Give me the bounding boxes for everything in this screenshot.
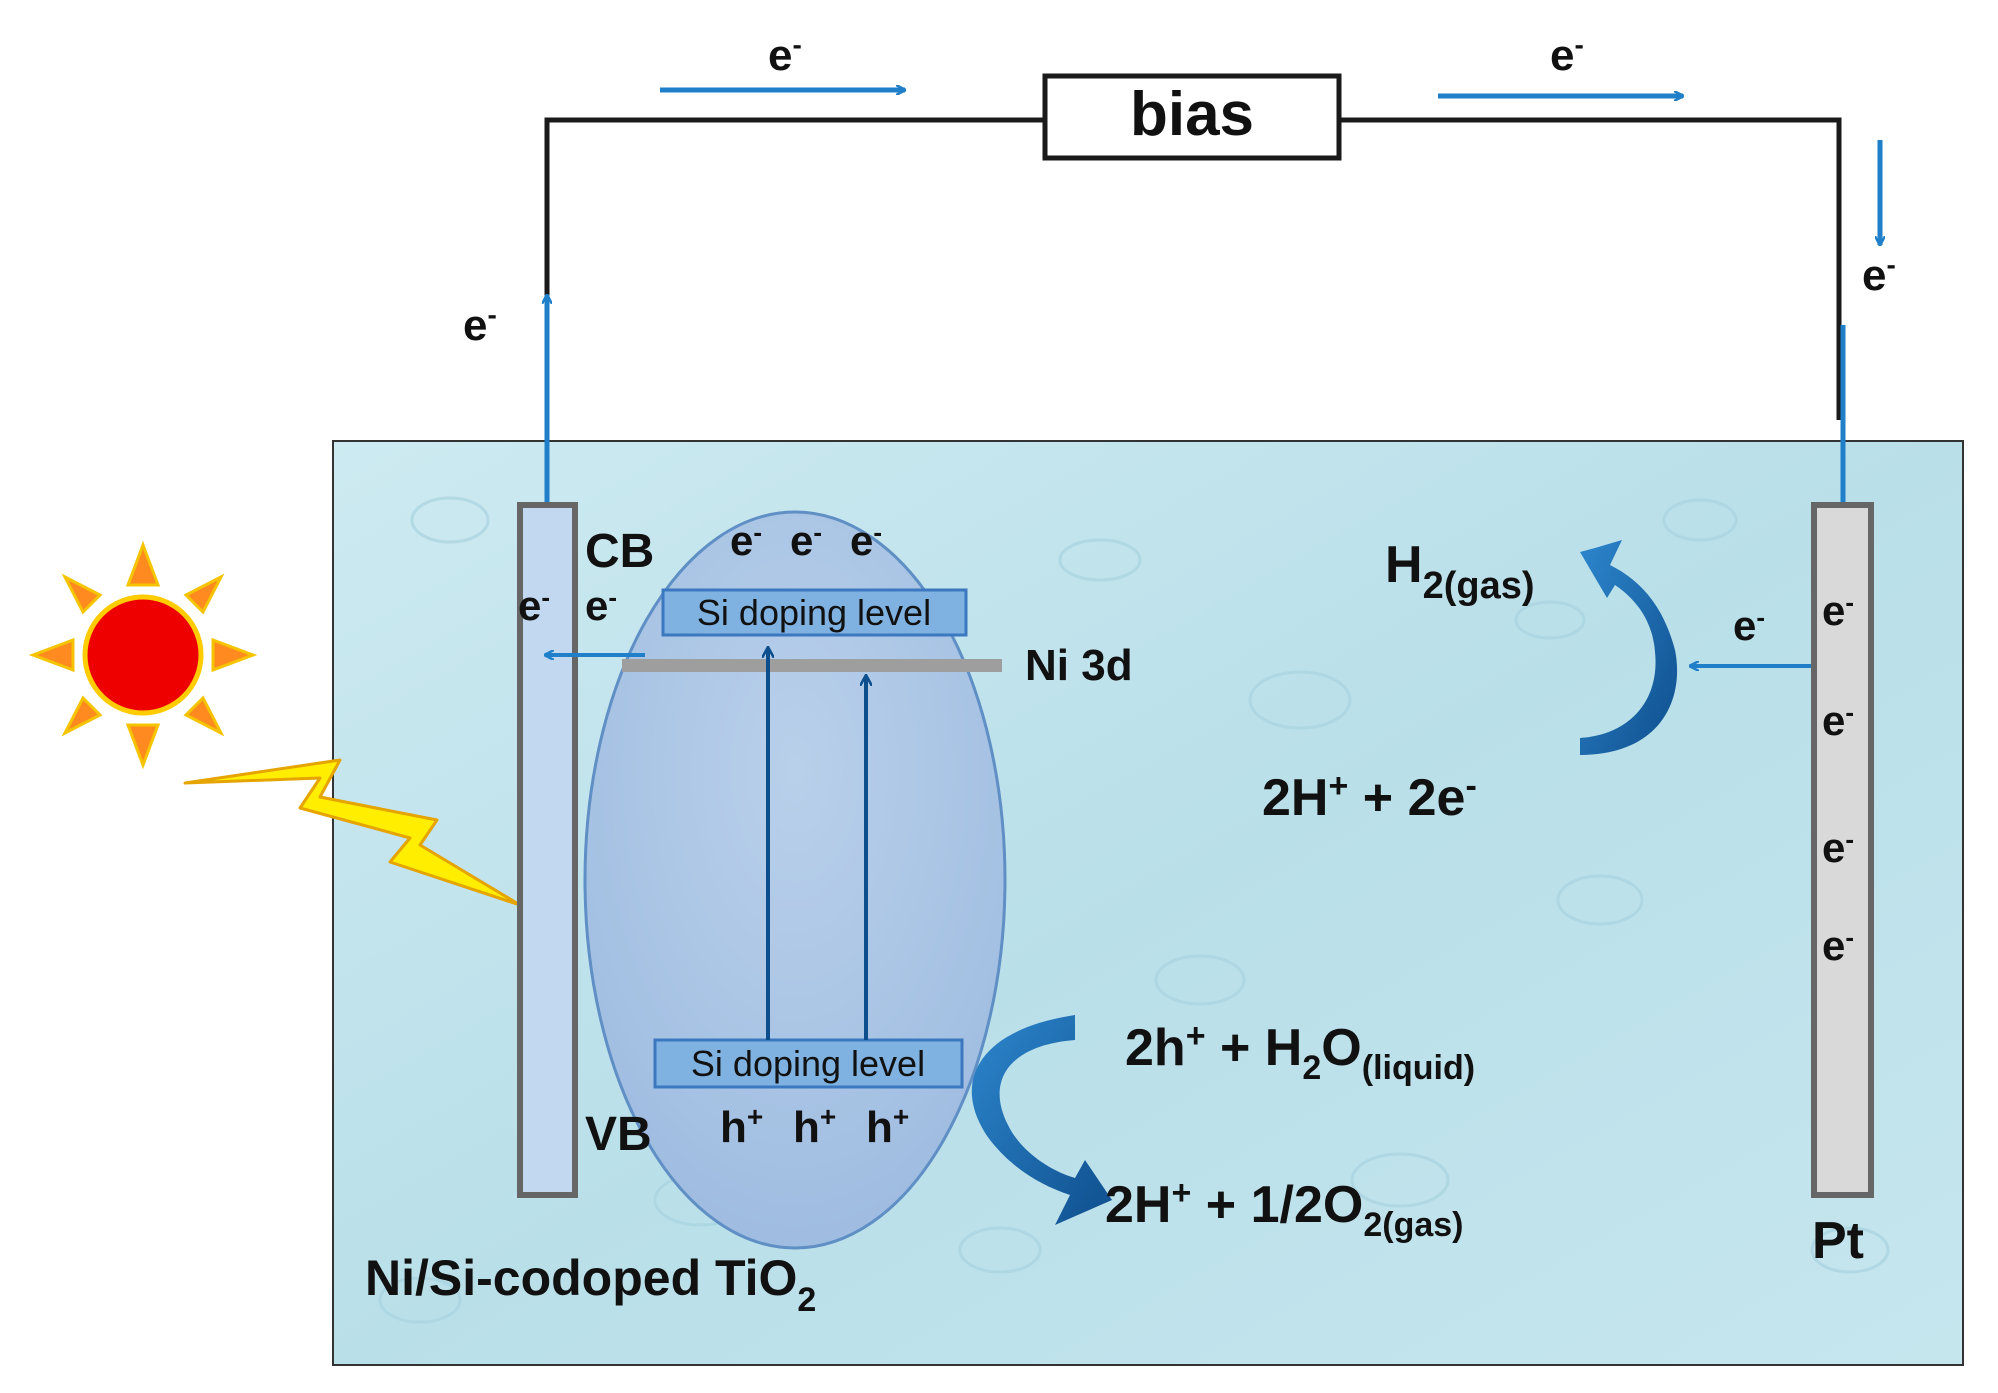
water-texture [378, 496, 1890, 1324]
cb-electron: e- [790, 517, 822, 564]
electron-label-top-right: e- [1550, 29, 1584, 80]
pt-cathode-electrode [1811, 502, 1874, 1198]
ni-3d-label: Ni 3d [1025, 641, 1133, 690]
electron-label-right: e- [1862, 249, 1896, 300]
si-doping-level-upper-label: Si doping level [697, 592, 931, 633]
cathode-electrons: e- e- e- e- [1822, 587, 1854, 969]
si-doping-level-lower-label: Si doping level [691, 1043, 925, 1084]
vb-hole: h+ [793, 1101, 836, 1152]
sun-icon [28, 540, 258, 770]
bias-label: bias [1130, 80, 1254, 149]
cb-electron: e- [730, 517, 762, 564]
electron-label-left: e- [463, 299, 497, 350]
vb-label: VB [585, 1108, 652, 1161]
photoanode-electrode [517, 502, 578, 1198]
oxygen-evolution-curved-arrow [971, 1015, 1112, 1225]
bias-box [1042, 73, 1342, 161]
transfer-electron: e- [518, 582, 550, 629]
cb-electrons: e- e- e- [730, 517, 882, 564]
hydrogen-evolution-curved-arrow [1580, 540, 1678, 755]
cb-label: CB [585, 525, 654, 578]
cathode-electron: e- [1822, 587, 1854, 634]
h2-reactants: 2H+ + 2e- [1262, 767, 1477, 827]
si-doping-level-upper [661, 588, 968, 637]
cathode-electron: e- [1822, 922, 1854, 969]
vb-hole: h+ [720, 1101, 763, 1152]
h2-product: H2(gas) [1385, 536, 1534, 607]
vb-hole: h+ [866, 1101, 909, 1152]
transfer-electrons: e- e- [518, 582, 617, 629]
vb-holes: h+ h+ h+ [720, 1101, 909, 1152]
pt-label: Pt [1812, 1212, 1864, 1270]
ni-3d-level [622, 659, 1002, 672]
photoanode-material-label: Ni/Si-codoped TiO2 [365, 1250, 816, 1319]
cathode-transfer-electron: e- [1733, 602, 1765, 649]
cb-electron: e- [850, 517, 882, 564]
circuit-electron-labels: e- e- e- e- [463, 29, 1896, 350]
cathode-electron: e- [1822, 697, 1854, 744]
o2-products: 2H+ + 1/2O2(gas) [1105, 1174, 1463, 1244]
transfer-electron: e- [585, 582, 617, 629]
cathode-electron: e- [1822, 824, 1854, 871]
si-doping-level-lower [653, 1038, 964, 1089]
o2-reactants: 2h+ + H2O(liquid) [1125, 1017, 1475, 1087]
electron-label-top-left: e- [768, 29, 802, 80]
